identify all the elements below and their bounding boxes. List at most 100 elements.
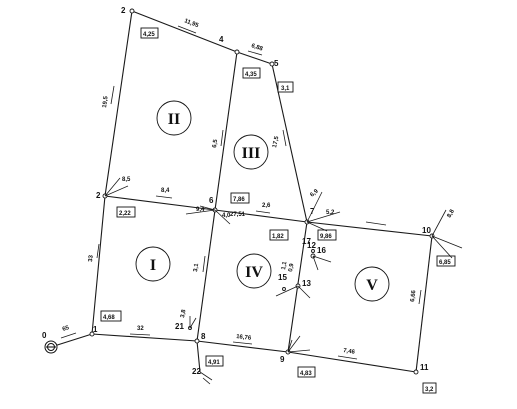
svg-text:8,4: 8,4: [161, 188, 170, 194]
svg-text:11,95: 11,95: [183, 18, 199, 29]
svg-text:V: V: [366, 277, 378, 294]
station-8: [194, 338, 200, 344]
station-labels: 2 4 5 2 6 7 10 1 0 8 9 11 12 13 15 16 17…: [42, 6, 431, 376]
station-3: [129, 8, 135, 14]
label-15: 15: [278, 273, 287, 282]
svg-text:65: 65: [62, 325, 71, 333]
label-9: 9: [280, 355, 285, 364]
distance-8-9: 16,76: [232, 334, 252, 345]
svg-text:16,76: 16,76: [236, 334, 252, 342]
annotation-station-21: 3,8: [180, 308, 197, 329]
svg-text:6,66: 6,66: [410, 289, 417, 302]
elevation-box-6: 7,86: [230, 192, 250, 204]
svg-text:1,82: 1,82: [272, 234, 284, 240]
svg-text:1,1: 1,1: [281, 260, 288, 270]
svg-text:4,0: 4,0: [222, 213, 231, 219]
svg-text:7,86: 7,86: [233, 197, 245, 203]
label-10: 10: [422, 226, 431, 235]
elevation-box-7b: 9,86: [317, 229, 337, 241]
zone-V: V: [354, 266, 390, 302]
distance-4-5: 6,88: [247, 43, 264, 56]
zones: II III I IV V: [135, 100, 390, 302]
svg-text:0,9: 0,9: [288, 262, 295, 272]
svg-text:33: 33: [88, 254, 95, 262]
station-15: [282, 287, 286, 291]
label-16: 16: [317, 246, 326, 255]
line-1-8: [91, 333, 198, 342]
annotation-station-2: 8,5: [104, 177, 131, 197]
label-11: 11: [420, 363, 429, 372]
svg-text:2,22: 2,22: [119, 211, 131, 217]
zone-II: II: [156, 100, 192, 136]
distance-10-spur: 8,8: [431, 208, 456, 237]
svg-text:4,68: 4,68: [103, 315, 115, 321]
svg-text:3,1: 3,1: [281, 86, 290, 92]
elevation-box-7a: 1,82: [269, 229, 289, 241]
distance-6-7: 2,6: [255, 203, 271, 214]
parcel-lines: [50, 10, 433, 373]
label-1: 1: [93, 325, 98, 334]
label-4: 4: [219, 35, 224, 44]
elevation-box-5: 3,1: [277, 81, 294, 93]
distance-labels: 11,95 6,88 19,5 6,5 17,5 8,4 2,6: [60, 18, 456, 360]
line-2-1: [91, 195, 106, 335]
distance-2-6: 8,4: [155, 188, 173, 199]
elevation-box-11: 3,2: [422, 382, 437, 394]
annotation-station-13: 1,1 0,9: [275, 260, 311, 299]
elevation-box-1: 4,68: [100, 310, 122, 322]
svg-text:4,91: 4,91: [208, 360, 220, 366]
elevation-boxes: 4,25 4,35 3,1 2,22 4,68 7,86 1,82 9,86: [100, 27, 456, 394]
svg-text:9,4: 9,4: [196, 207, 205, 213]
line-10-11: [415, 235, 433, 373]
svg-text:9,86: 9,86: [320, 234, 332, 240]
svg-text:4,25: 4,25: [143, 32, 155, 38]
distance-7-10: [365, 221, 387, 226]
svg-text:4,35: 4,35: [245, 72, 257, 78]
elevation-box-8: 4,91: [205, 355, 224, 367]
distance-0-1: 65: [60, 325, 77, 339]
zone-IV: IV: [236, 253, 272, 289]
distance-10-11: 6,66: [410, 289, 422, 305]
svg-text:2,6: 2,6: [262, 203, 271, 209]
station-1: [89, 331, 95, 337]
station-4: [234, 49, 240, 55]
line-3-2: [104, 10, 133, 197]
svg-text:6,9: 6,9: [309, 188, 320, 198]
distance-9-11: 7,46: [337, 348, 358, 360]
label-3: 2: [121, 6, 126, 15]
line-6-7: [214, 209, 308, 223]
annotation-27-51: 27,51: [230, 212, 246, 218]
svg-text:3,8: 3,8: [180, 308, 187, 318]
label-6: 6: [209, 196, 214, 205]
label-17: 17: [302, 237, 311, 246]
svg-text:5,2: 5,2: [326, 210, 335, 216]
line-8-9: [196, 340, 289, 353]
line-2-6: [104, 195, 216, 211]
annotation-station-7: 6,9 5,2: [306, 188, 341, 232]
label-13: 13: [302, 279, 311, 288]
zone-I: I: [135, 246, 171, 282]
svg-text:8,5: 8,5: [122, 177, 131, 183]
line-6-8: [196, 209, 216, 342]
svg-text:6,88: 6,88: [250, 43, 264, 53]
survey-stations: [89, 8, 435, 375]
elevation-box-9: 4,83: [297, 366, 316, 378]
svg-text:IV: IV: [245, 264, 263, 281]
annotation-station-10: [431, 235, 463, 259]
distance-5-7: 17,5: [272, 129, 287, 148]
label-21: 21: [175, 322, 184, 331]
svg-text:I: I: [150, 257, 156, 274]
elevation-box-2: 2,22: [116, 206, 136, 218]
distance-3-4: 11,95: [177, 18, 200, 34]
svg-text:4,83: 4,83: [300, 371, 312, 377]
distance-4-6: 6,5: [212, 129, 224, 148]
benchmark-symbol: [44, 340, 58, 354]
station-16: [311, 249, 315, 253]
distance-1-8: 32: [129, 326, 151, 336]
svg-text:7,46: 7,46: [343, 348, 356, 356]
node-annotations: 8,5 9,4 4,0 6,9 5,2 1,1 0,9: [104, 177, 463, 385]
line-4-6: [214, 51, 238, 211]
label-0: 0: [42, 331, 47, 340]
elevation-box-10: 6,85: [436, 255, 456, 267]
